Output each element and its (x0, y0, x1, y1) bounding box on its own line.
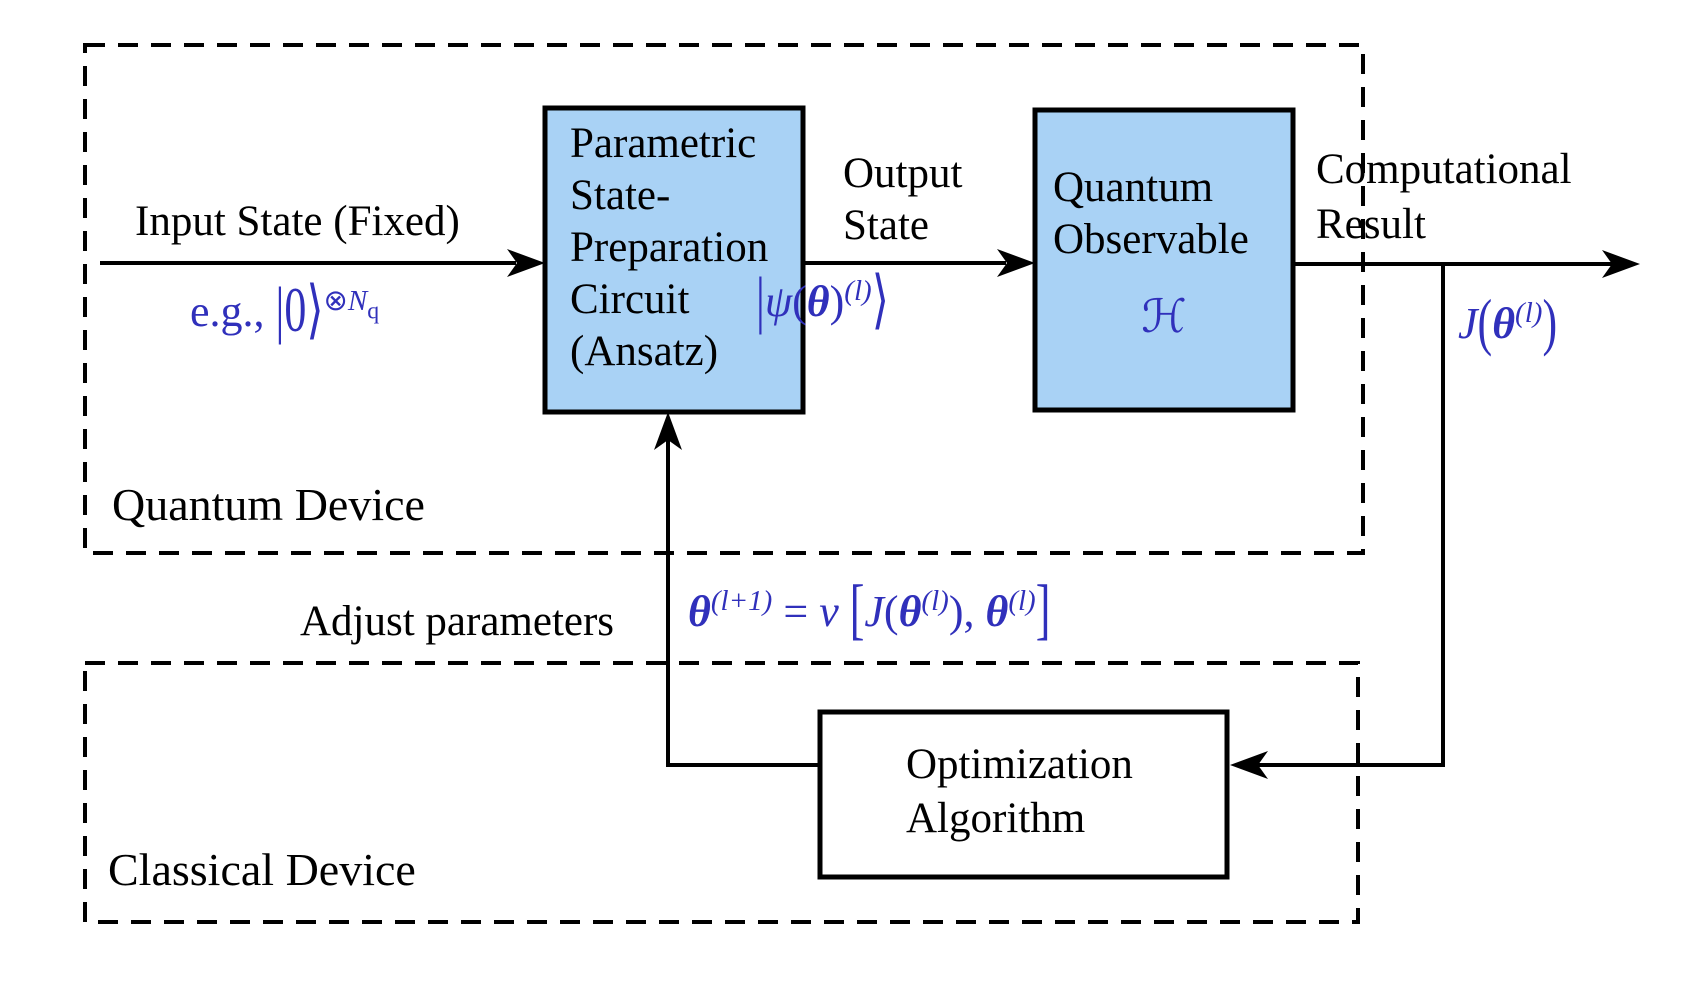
ansatz-line-3: Preparation (570, 224, 769, 271)
comp-result-line-1: Computational (1316, 146, 1572, 193)
observable-line-1: Quantum (1053, 164, 1214, 211)
optimizer-to-ansatz-line (666, 440, 820, 767)
comp-result-label: Computational Result (1316, 142, 1572, 252)
update-rule-formula: θ(l+1) = ν [J(θ(l)), θ(l)] (688, 571, 1050, 647)
input-state-label: Input State (Fixed) (135, 198, 460, 245)
optimizer-box-text: Optimization Algorithm (906, 738, 1133, 846)
classical-device-label: Classical Device (108, 844, 416, 895)
optimizer-line-2: Algorithm (906, 795, 1086, 842)
ansatz-line-4: Circuit (570, 276, 690, 323)
theta-symbol: θ (806, 277, 830, 326)
eg-prefix: e.g., (190, 287, 276, 336)
optimizer-line-1: Optimization (906, 741, 1133, 788)
rule-equals: = (772, 587, 820, 636)
rule-theta2: θ (898, 587, 922, 636)
rule-theta3: θ (985, 587, 1009, 636)
ket-zero: |0⟩ (275, 274, 324, 346)
result-to-optimizer-line (1256, 264, 1445, 767)
ansatz-box-text: Parametric State- Preparation Circuit (A… (570, 118, 768, 378)
j-theta-symbol: θ (1492, 299, 1516, 348)
rule-theta1: θ (688, 587, 711, 636)
ket-bar: | (756, 264, 765, 336)
adjust-parameters-label: Adjust parameters (300, 598, 615, 645)
j-rparen: ) (1542, 286, 1558, 358)
output-line-1: Output (843, 150, 963, 197)
nu-symbol: ν (819, 587, 839, 636)
optimizer-in-arrowhead (1230, 751, 1268, 779)
classical-device-dashed-border (83, 661, 1360, 924)
nq-symbol: N (347, 285, 368, 318)
rule-comma: , (963, 587, 986, 636)
ansatz-box (542, 105, 806, 415)
comp-result-line-2: Result (1316, 201, 1426, 248)
input-arrowhead (507, 249, 545, 277)
rule-sup1: (l+1) (710, 585, 773, 618)
quantum-device-label: Quantum Device (112, 479, 425, 530)
cost-value-formula: J(θ(l)) (1458, 286, 1557, 357)
psi-rparen: ) (829, 277, 845, 326)
rule-lbracket: [ (849, 570, 865, 647)
ansatz-line-5: (Ansatz) (570, 328, 719, 375)
ansatz-line-1: Parametric (570, 120, 757, 167)
nq-subscript: q (367, 298, 380, 325)
observable-box-text: Quantum Observable (1053, 162, 1249, 266)
rule-rparen: ) (948, 587, 964, 636)
rule-sup3: (l) (1008, 585, 1036, 618)
j-superscript: (l) (1515, 297, 1543, 330)
output-state-formula: |ψ(θ)(l)⟩ (756, 264, 889, 335)
output-line-2: State (843, 202, 929, 249)
output-state-label: Output State (843, 148, 962, 252)
j-symbol: J (1458, 299, 1478, 348)
ansatz-in-arrowhead (654, 412, 682, 450)
rule-rbracket: ] (1035, 570, 1051, 647)
rule-j: J (864, 587, 884, 636)
observable-box (1032, 107, 1296, 413)
rule-lparen: ( (883, 587, 899, 636)
psi-symbol: ψ (764, 277, 793, 326)
hamiltonian-symbol: ℋ (1141, 291, 1187, 342)
ansatz-line-2: State- (570, 172, 671, 219)
j-lparen: ( (1477, 286, 1493, 358)
input-state-formula: e.g., |0⟩⊗Nq (190, 274, 380, 345)
quantum-device-dashed-border (83, 43, 1365, 555)
result-arrowhead (1602, 250, 1640, 278)
output-arrowhead (997, 249, 1035, 277)
psi-lparen: ( (792, 277, 807, 326)
rule-sup2: (l) (921, 585, 949, 618)
psi-superscript: (l) (844, 275, 872, 308)
observable-line-2: Observable (1053, 216, 1249, 263)
otimes-symbol: ⊗ (323, 285, 348, 318)
optimizer-box (817, 709, 1230, 880)
ket-close: ⟩ (871, 264, 889, 336)
